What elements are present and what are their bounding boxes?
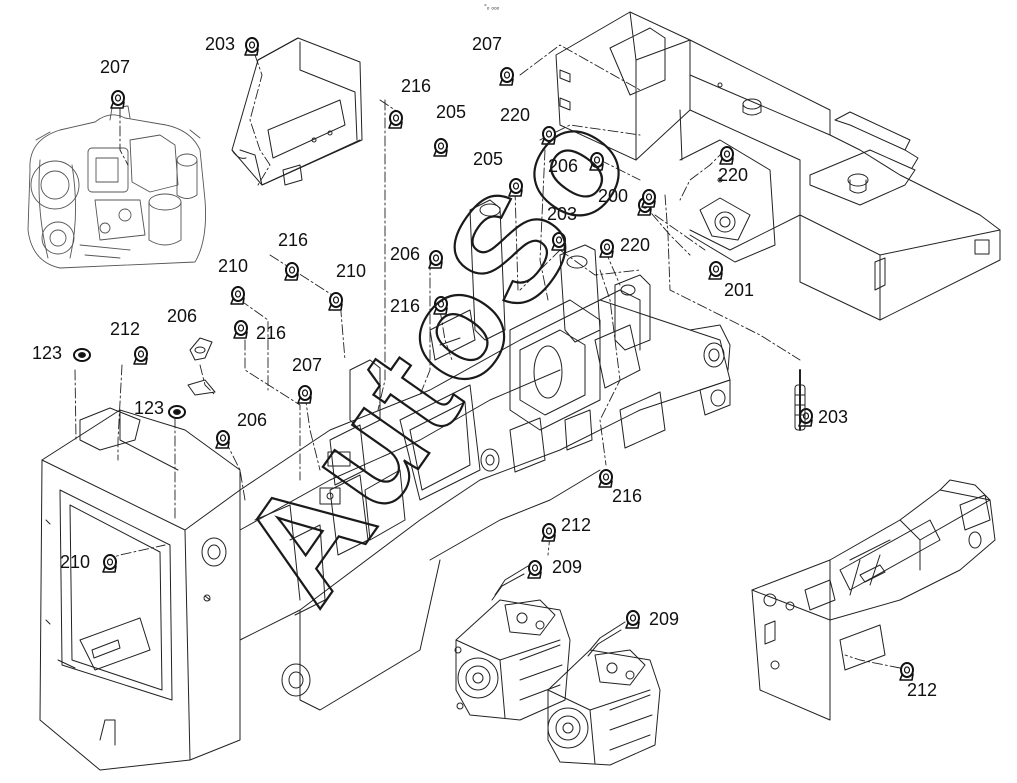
p-clamp-icon <box>230 286 245 305</box>
callout-203[interactable]: 203 <box>205 34 236 54</box>
callout-123[interactable]: 123 <box>32 343 63 363</box>
p-clamp-icon <box>215 430 230 449</box>
p-clamp-icon <box>499 67 514 86</box>
p-clamp-icon <box>527 560 542 579</box>
callout-209[interactable]: 209 <box>552 557 583 577</box>
bracket-206 <box>187 337 216 396</box>
p-clamp-icon <box>102 554 117 573</box>
callout-209[interactable]: 209 <box>649 609 680 629</box>
p-clamp-icon <box>233 320 248 339</box>
p-clamp-icon <box>589 152 604 171</box>
callout-205[interactable]: 205 <box>473 149 504 169</box>
leader-lines <box>74 44 901 669</box>
rear-frame-section <box>751 479 996 721</box>
hydraulic-motor-left <box>454 599 571 721</box>
callout-203[interactable]: 203 <box>818 407 849 427</box>
callout-220[interactable]: 220 <box>500 105 531 125</box>
p-clamp-icon <box>551 232 566 251</box>
callout-206[interactable]: 206 <box>167 306 198 326</box>
tank-assembly <box>555 11 1001 321</box>
callout-206[interactable]: 206 <box>390 244 421 264</box>
p-clamp-icon <box>388 110 403 129</box>
p-clamp-icon <box>719 146 734 165</box>
p-clamp-icon <box>508 178 523 197</box>
callout-210[interactable]: 210 <box>218 256 249 276</box>
callout-206[interactable]: 206 <box>548 156 579 176</box>
p-clamp-icon <box>625 610 640 629</box>
p-clamp-icon <box>433 138 448 157</box>
hydraulic-motor-right <box>547 649 661 766</box>
p-clamp-icon <box>284 262 299 281</box>
sheet-mark: °ₒ ₒₒₒ <box>484 4 500 11</box>
callout-210[interactable]: 210 <box>60 552 91 572</box>
callout-212[interactable]: 212 <box>907 680 938 700</box>
bracket-203-vertical <box>794 384 806 431</box>
p-clamp-icon <box>244 37 259 56</box>
p-clamp-icon <box>708 261 723 280</box>
callout-210[interactable]: 210 <box>336 261 367 281</box>
p-clamp-icon <box>541 126 556 145</box>
callout-216[interactable]: 216 <box>612 486 643 506</box>
callout-216[interactable]: 216 <box>390 296 421 316</box>
callout-200[interactable]: 200 <box>598 186 629 206</box>
callout-207[interactable]: 207 <box>472 34 503 54</box>
callout-206[interactable]: 206 <box>237 410 268 430</box>
p-clamp-icon <box>899 662 914 681</box>
callout-201[interactable]: 201 <box>724 280 755 300</box>
p-clamp-icon <box>328 292 343 311</box>
p-clamp-icon <box>133 346 148 365</box>
p-clamp-icon <box>598 469 613 488</box>
callout-207[interactable]: 207 <box>292 355 323 375</box>
callout-220[interactable]: 220 <box>620 235 651 255</box>
callout-220[interactable]: 220 <box>718 165 749 185</box>
upper-duct-panel <box>231 37 363 186</box>
callout-123[interactable]: 123 <box>134 398 165 418</box>
engine-drawing <box>27 105 206 269</box>
callout-216[interactable]: 216 <box>278 230 309 250</box>
callout-216[interactable]: 216 <box>401 76 432 96</box>
main-chassis-frame <box>39 199 731 771</box>
rubber-cap-icon <box>168 405 186 419</box>
p-clamp-icon <box>541 523 556 542</box>
p-clamp-icon <box>433 296 448 315</box>
p-clamp-icon <box>599 239 614 258</box>
p-clamp-icon <box>110 90 125 109</box>
fastener-icons <box>73 37 914 681</box>
callout-216[interactable]: 216 <box>256 323 287 343</box>
callout-205[interactable]: 205 <box>436 102 467 122</box>
rubber-cap-icon <box>73 348 91 362</box>
callout-203[interactable]: 203 <box>547 204 578 224</box>
callout-212[interactable]: 212 <box>561 515 592 535</box>
p-clamp-icon <box>428 250 443 269</box>
p-clamp-icon <box>297 385 312 404</box>
callout-212[interactable]: 212 <box>110 319 141 339</box>
p-clamp-icon <box>641 189 656 208</box>
callout-207[interactable]: 207 <box>100 57 131 77</box>
